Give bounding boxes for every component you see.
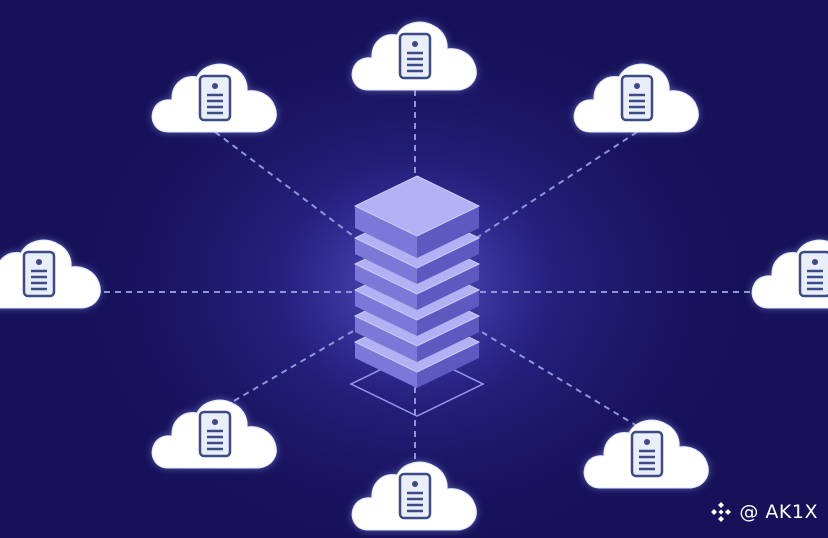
binance-logo-icon — [709, 500, 733, 524]
watermark: @ AK1X — [709, 500, 818, 524]
cloud-document-icon — [0, 240, 100, 308]
cloud-document-icon — [584, 420, 708, 488]
cloud-document-icon — [352, 462, 476, 530]
document-icon — [200, 412, 230, 456]
document-icon — [800, 252, 828, 296]
document-icon — [400, 474, 430, 518]
document-icon — [632, 432, 662, 476]
cloud-document-icon — [152, 64, 276, 132]
cloud-document-icon — [152, 400, 276, 468]
document-icon — [24, 252, 54, 296]
cloud-document-icon — [752, 240, 828, 308]
document-icon — [200, 76, 230, 120]
cloud-document-icon — [352, 22, 476, 90]
cloud-document-icon — [574, 64, 698, 132]
document-icon — [400, 34, 430, 78]
document-icon — [622, 76, 652, 120]
watermark-text: @ AK1X — [739, 501, 818, 523]
